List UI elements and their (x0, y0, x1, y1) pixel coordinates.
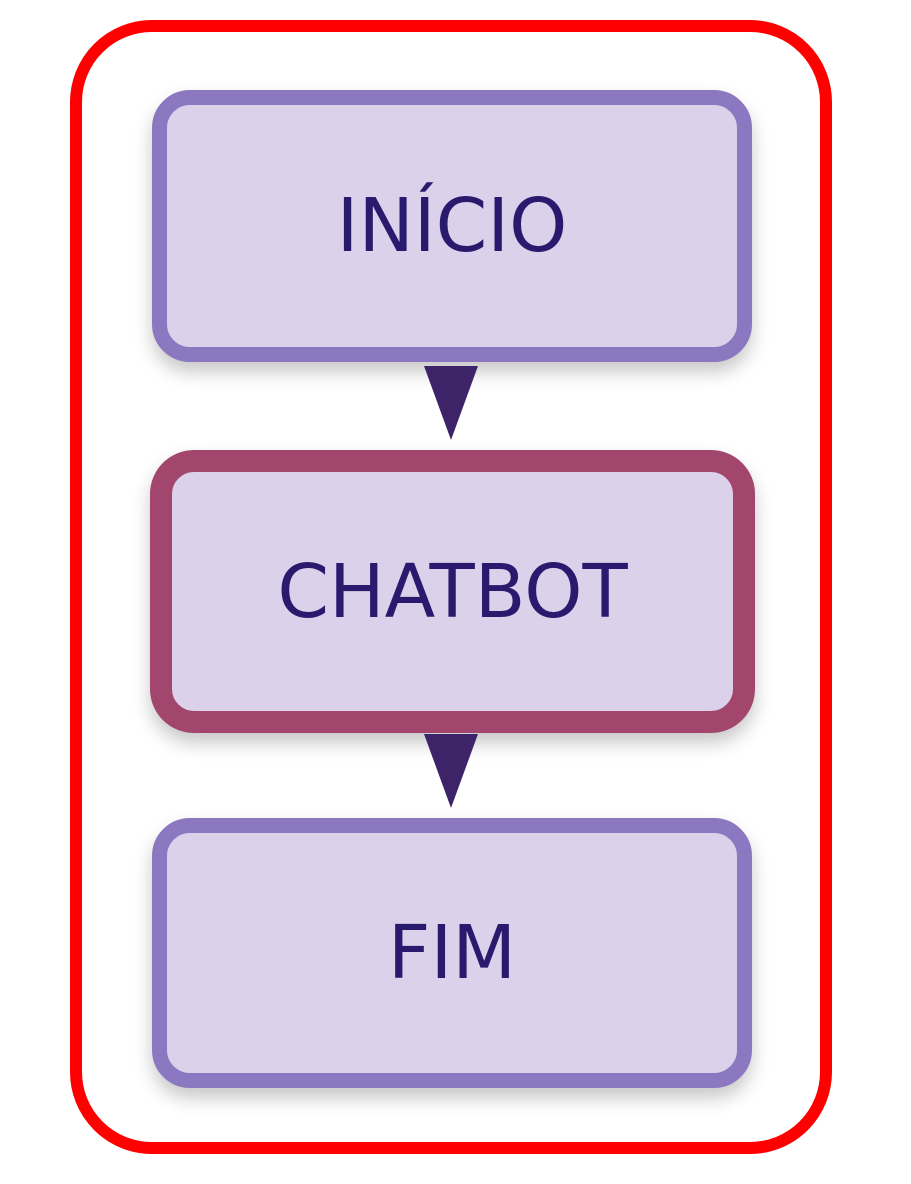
node-fim-label: FIM (387, 910, 517, 996)
node-inicio-label: INÍCIO (336, 183, 568, 269)
arrow-chatbot-to-fim (424, 734, 478, 808)
node-inicio: INÍCIO (152, 90, 752, 362)
node-fim: FIM (152, 818, 752, 1088)
node-chatbot: CHATBOT (150, 450, 755, 733)
arrow-inicio-to-chatbot (424, 366, 478, 440)
node-chatbot-label: CHATBOT (277, 548, 628, 635)
